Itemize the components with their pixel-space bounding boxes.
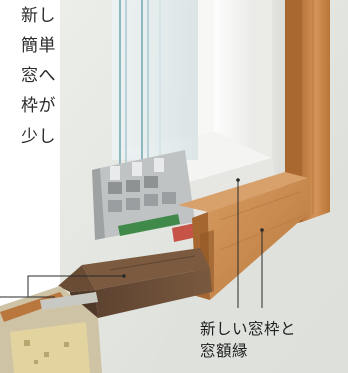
pvc-sill-profile bbox=[92, 150, 202, 242]
body-text-line: 枠が bbox=[21, 96, 56, 116]
body-text-line: 少し bbox=[21, 127, 56, 147]
body-text-line: 簡単 bbox=[21, 36, 56, 56]
caption-new-window-frame: 新しい窓枠と 窓額縁 bbox=[200, 318, 296, 362]
body-text-line: 窓へ bbox=[21, 66, 56, 86]
leader-lines bbox=[0, 178, 264, 308]
wall-cutaway bbox=[0, 286, 102, 373]
glass-panes bbox=[112, 0, 198, 170]
old-window-sill bbox=[58, 248, 212, 320]
caption-line: 窓額縁 bbox=[200, 342, 249, 360]
wood-casing-right bbox=[285, 0, 330, 226]
caption-line: 新しい窓枠と bbox=[200, 320, 297, 338]
body-text-line: 新し bbox=[21, 6, 56, 26]
